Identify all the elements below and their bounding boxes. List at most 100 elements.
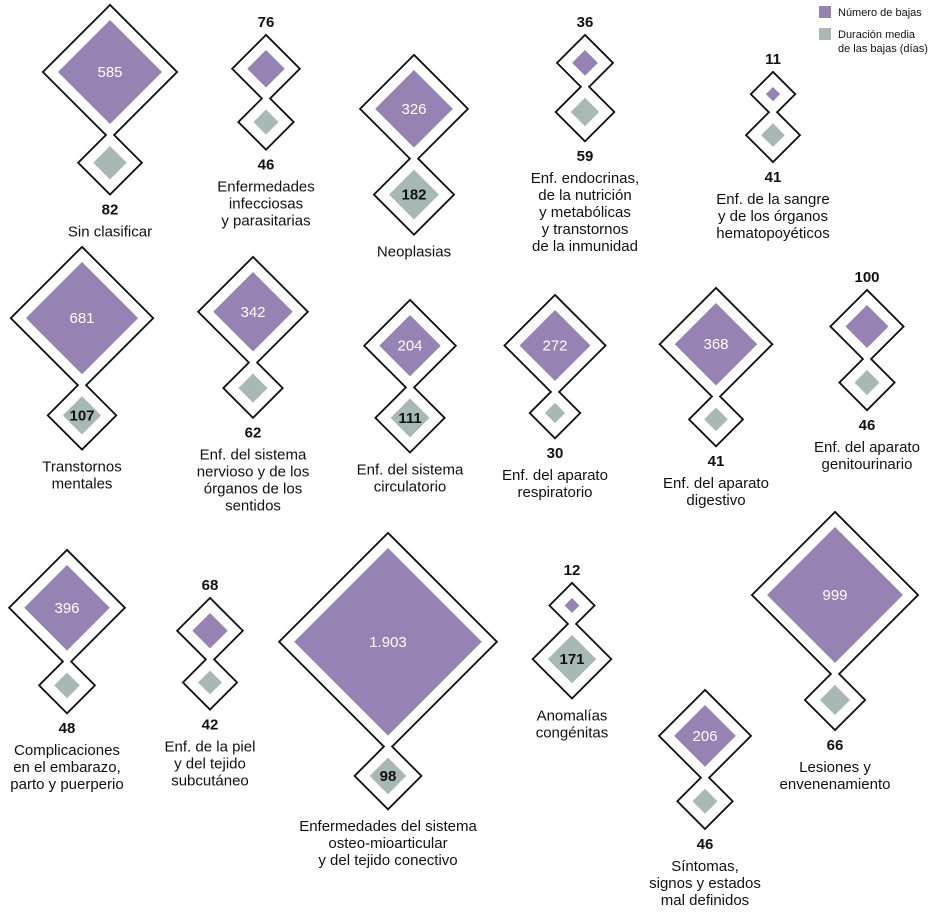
count-diamond bbox=[564, 598, 580, 613]
duration-diamond bbox=[819, 684, 851, 715]
diamond-pair-6 bbox=[196, 255, 310, 420]
diamond-pair-8 bbox=[503, 293, 607, 440]
count-diamond bbox=[765, 87, 781, 102]
duration-value-label: 41 bbox=[708, 453, 725, 470]
category-label: Enf. endocrinas, bbox=[531, 170, 639, 187]
category-label: nervioso y de los bbox=[197, 464, 310, 481]
category-label: y del tejido bbox=[174, 755, 246, 772]
duration-diamond bbox=[253, 109, 279, 135]
duration-diamond bbox=[761, 123, 785, 147]
duration-diamond bbox=[854, 370, 880, 396]
category-label: congénitas bbox=[536, 724, 609, 741]
category-label: signos y estados bbox=[649, 875, 761, 892]
category-label: y parasitarias bbox=[221, 213, 310, 230]
count-value-label: 326 bbox=[401, 101, 426, 118]
category-label: de la inmunidad bbox=[532, 238, 638, 255]
category-label: Enf. del aparato bbox=[814, 439, 920, 456]
diamond-pair-2 bbox=[358, 53, 470, 236]
category-label: subcutáneo bbox=[171, 772, 249, 789]
category-label: Enfermedades bbox=[217, 179, 315, 196]
diamond-pair-5 bbox=[9, 245, 155, 451]
count-diamond bbox=[213, 272, 293, 352]
count-diamond bbox=[767, 527, 903, 663]
count-diamond bbox=[57, 20, 163, 125]
category-label: mentales bbox=[52, 475, 113, 492]
duration-diamond bbox=[389, 169, 439, 220]
diamond-pair-14 bbox=[531, 581, 613, 700]
duration-diamond bbox=[704, 407, 728, 432]
duration-value-label: 66 bbox=[827, 737, 844, 754]
duration-diamond bbox=[692, 788, 718, 814]
duration-diamond bbox=[390, 398, 430, 438]
count-value-label: 36 bbox=[577, 14, 594, 31]
category-label: Enf. del sistema bbox=[200, 447, 307, 464]
count-value-label: 100 bbox=[854, 269, 879, 286]
category-label: Enf. del sistema bbox=[357, 461, 464, 478]
category-label: osteo-mioarticular bbox=[328, 835, 447, 852]
duration-value-label: 82 bbox=[102, 202, 119, 219]
count-diamond bbox=[572, 50, 598, 76]
diamond-pair-11 bbox=[7, 548, 127, 715]
count-value-label: 206 bbox=[692, 728, 717, 745]
duration-diamond bbox=[369, 757, 407, 795]
count-value-label: 76 bbox=[258, 14, 275, 31]
duration-diamond bbox=[93, 146, 127, 180]
count-value-label: 368 bbox=[703, 336, 728, 353]
legend-swatch bbox=[819, 28, 831, 40]
diamond-pair-7 bbox=[362, 298, 458, 454]
category-label: envenenamiento bbox=[780, 776, 891, 793]
duration-value-label: 46 bbox=[258, 157, 275, 174]
count-diamond bbox=[375, 70, 453, 148]
duration-diamond bbox=[547, 634, 597, 684]
category-label: Transtornos bbox=[42, 458, 121, 475]
count-diamond bbox=[247, 50, 285, 88]
count-value-label: 12 bbox=[564, 562, 581, 579]
category-label: Enf. del aparato bbox=[502, 467, 608, 484]
count-diamond bbox=[674, 303, 758, 386]
duration-diamond bbox=[62, 396, 102, 435]
count-diamond bbox=[192, 613, 228, 649]
category-label: y transtornos bbox=[542, 221, 629, 238]
count-value-label: 272 bbox=[542, 337, 567, 354]
count-diamond bbox=[25, 262, 139, 375]
category-label: hematopoyéticos bbox=[716, 225, 829, 242]
category-label: genitourinario bbox=[822, 456, 913, 473]
diamond-pair-9 bbox=[658, 286, 774, 448]
category-label: respiratorio bbox=[517, 484, 592, 501]
duration-value-label: 171 bbox=[559, 651, 584, 668]
category-label: Complicaciones bbox=[14, 742, 120, 759]
category-label: de la nutrición bbox=[538, 187, 631, 204]
category-label: y de los órganos bbox=[718, 208, 828, 225]
count-diamond bbox=[845, 305, 889, 348]
duration-value-label: 182 bbox=[401, 187, 426, 204]
count-value-label: 999 bbox=[822, 587, 847, 604]
category-label: Anomalías bbox=[537, 707, 608, 724]
duration-value-label: 48 bbox=[59, 720, 76, 737]
category-label: digestivo bbox=[686, 492, 745, 509]
category-label: Enf. de la sangre bbox=[716, 191, 829, 208]
diamond-pair-4 bbox=[744, 70, 802, 164]
duration-diamond bbox=[238, 373, 268, 403]
count-value-label: 396 bbox=[54, 600, 79, 617]
diamond-pair-13 bbox=[277, 531, 499, 811]
count-value-label: 1.903 bbox=[369, 634, 407, 651]
category-label: Enf. de la piel bbox=[165, 738, 256, 755]
category-label: y del tejido conectivo bbox=[318, 852, 457, 869]
count-diamond bbox=[379, 315, 441, 377]
count-diamond bbox=[294, 548, 482, 736]
diamond-pair-12 bbox=[175, 596, 245, 711]
legend-swatch bbox=[819, 6, 831, 18]
duration-value-label: 98 bbox=[380, 768, 397, 785]
duration-value-label: 59 bbox=[577, 148, 594, 165]
diamond-pair-16 bbox=[750, 510, 920, 732]
duration-value-label: 111 bbox=[398, 410, 421, 427]
count-value-label: 585 bbox=[97, 64, 122, 81]
category-label: Sin clasificar bbox=[68, 224, 152, 241]
legend-label: Número de bajas bbox=[838, 7, 922, 19]
count-value-label: 204 bbox=[397, 338, 422, 355]
category-label: Lesiones y bbox=[799, 759, 871, 776]
category-label: órganos de los bbox=[204, 481, 302, 498]
count-value-label: 11 bbox=[765, 51, 781, 68]
